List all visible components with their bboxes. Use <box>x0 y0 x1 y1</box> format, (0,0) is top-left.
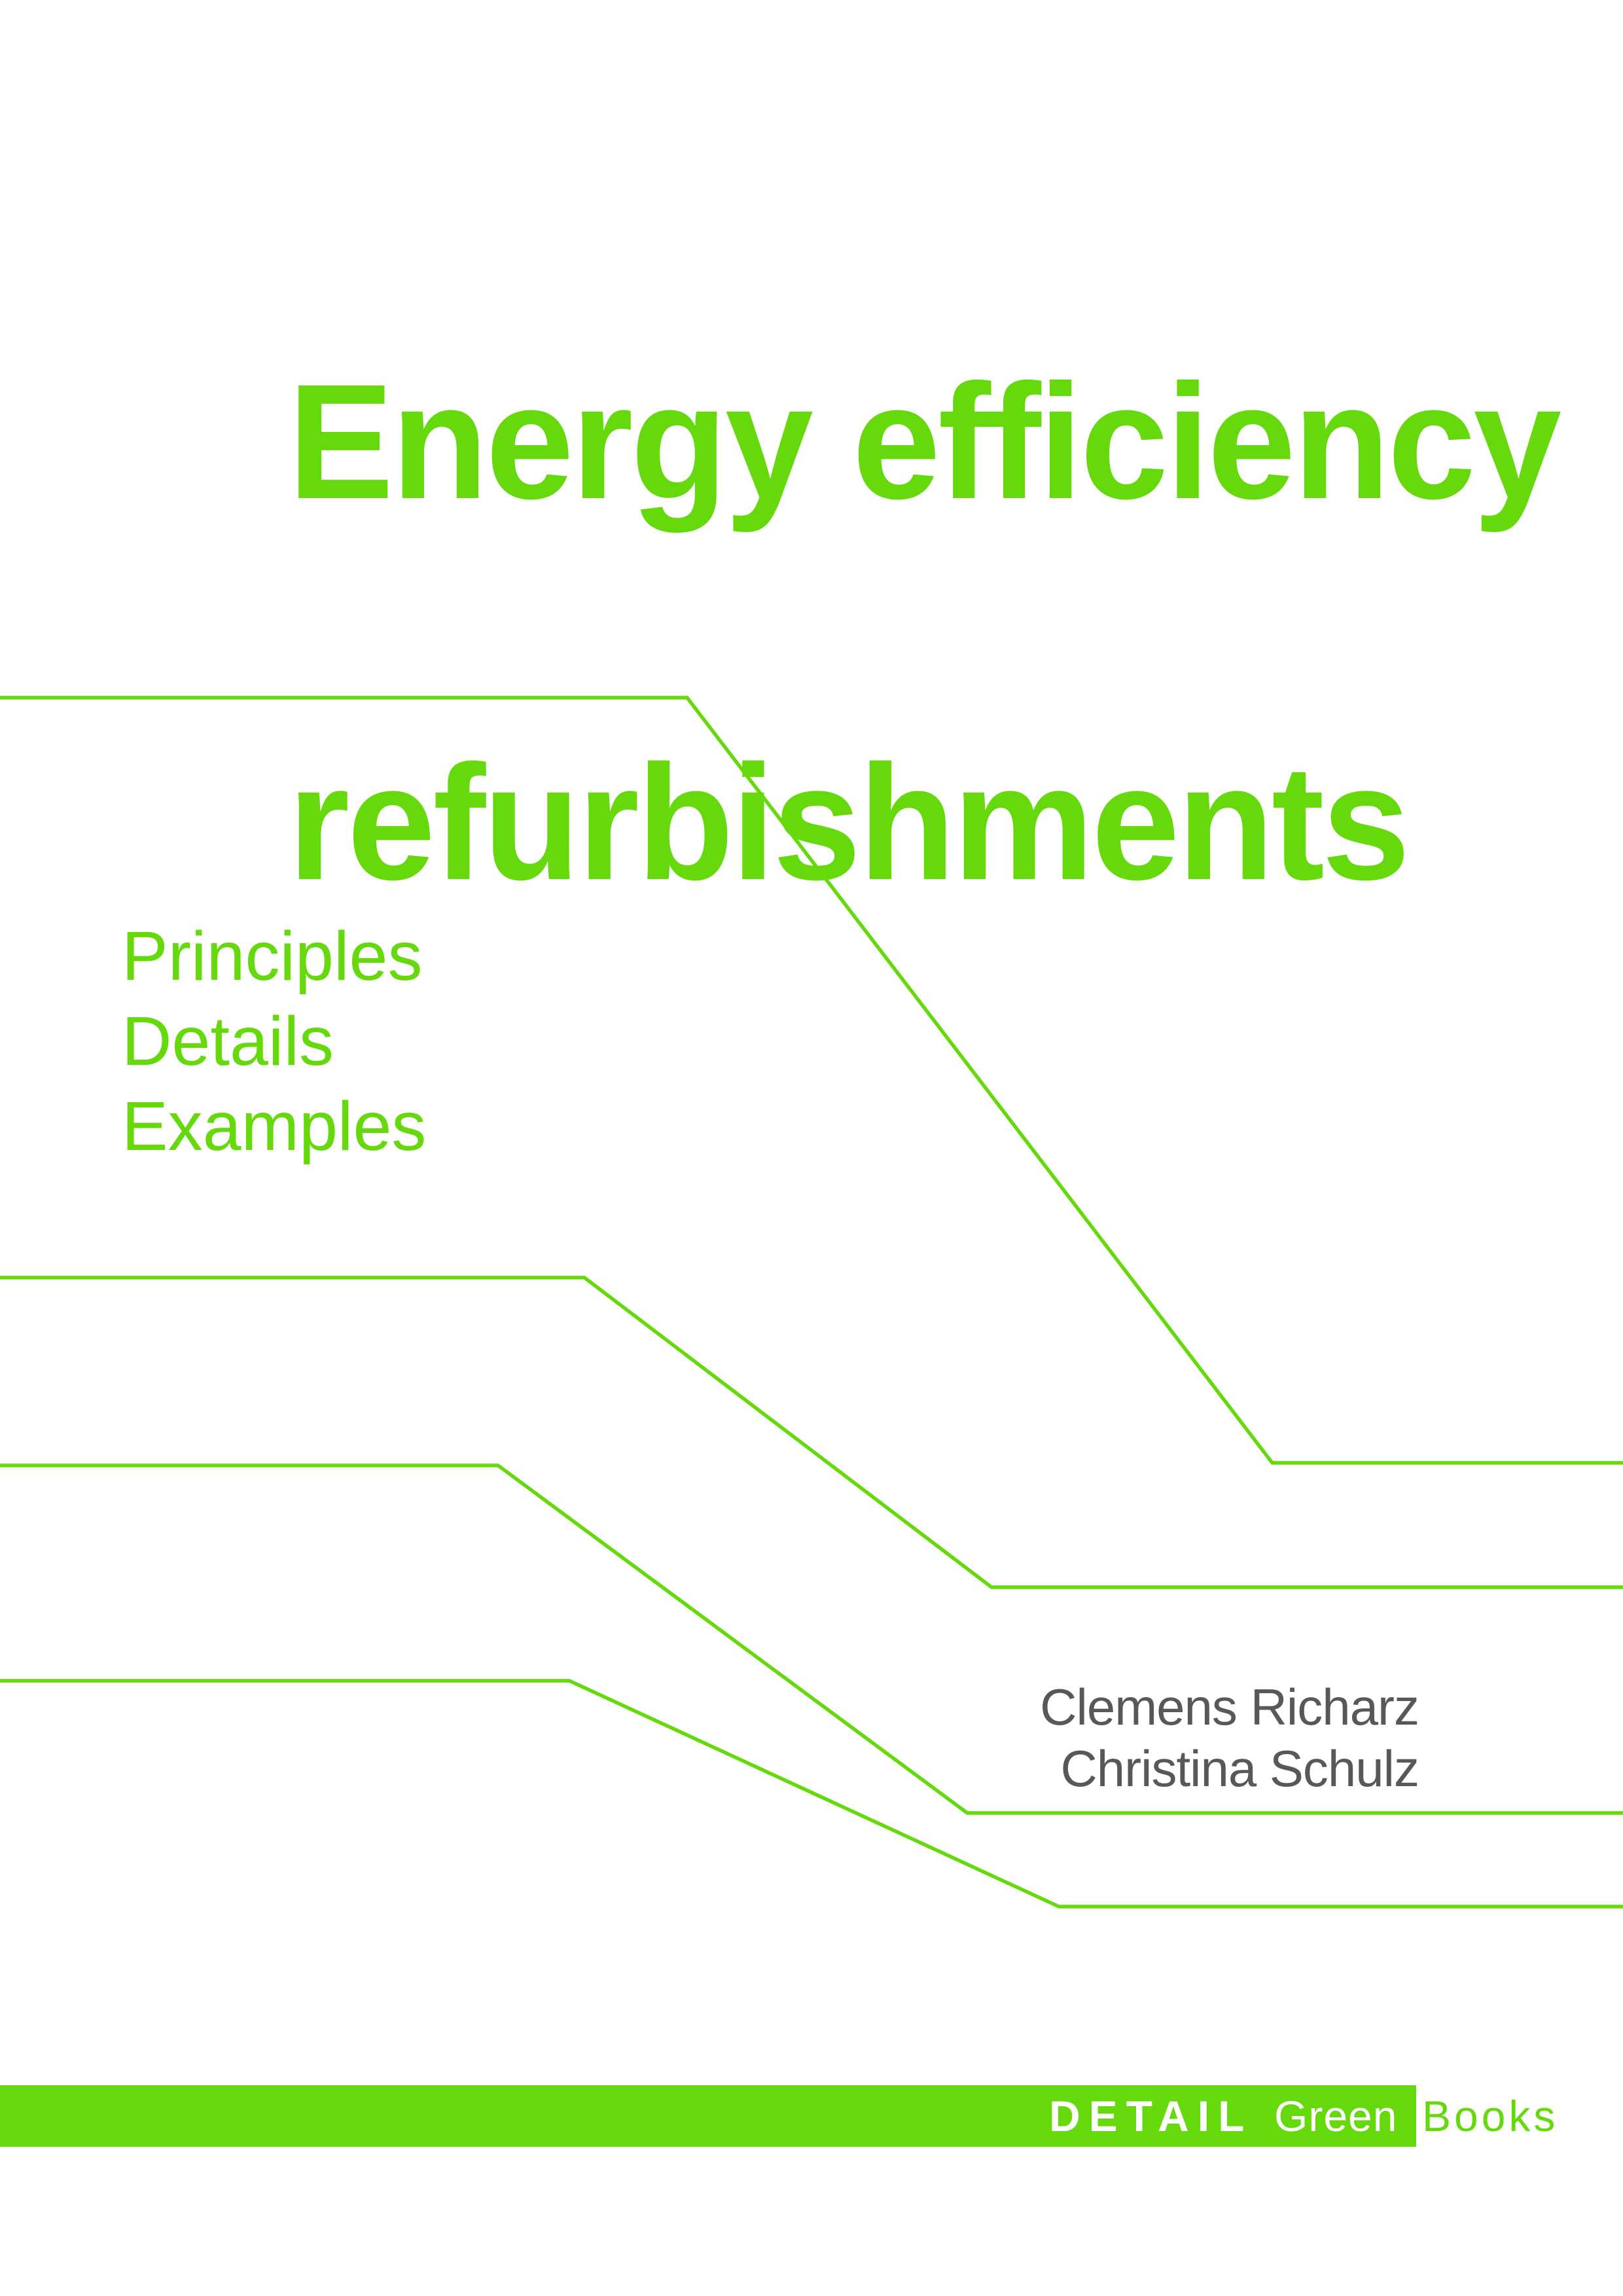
series-label-green: Green <box>1274 2092 1398 2140</box>
subtitle-item-principles: Principles <box>122 918 423 995</box>
author-2: Christina Schulz <box>1060 1740 1419 1797</box>
page-title: Energy efficiency refurbishments <box>122 156 1561 1108</box>
title-line-1: Energy efficiency <box>287 350 1561 533</box>
publisher-brand-bar <box>0 2085 1416 2147</box>
series-label-books: Books <box>1422 2092 1559 2140</box>
title-line-2: refurbishments <box>287 731 1410 914</box>
subtitle-list: Principles Details Examples <box>122 914 426 1169</box>
subtitle-item-examples: Examples <box>122 1088 427 1165</box>
subtitle-item-details: Details <box>122 1003 334 1080</box>
detail-logo: DETAIL <box>1049 2092 1253 2140</box>
author-1: Clemens Richarz <box>1040 1678 1419 1736</box>
author-names: Clemens Richarz Christina Schulz <box>1040 1676 1419 1799</box>
